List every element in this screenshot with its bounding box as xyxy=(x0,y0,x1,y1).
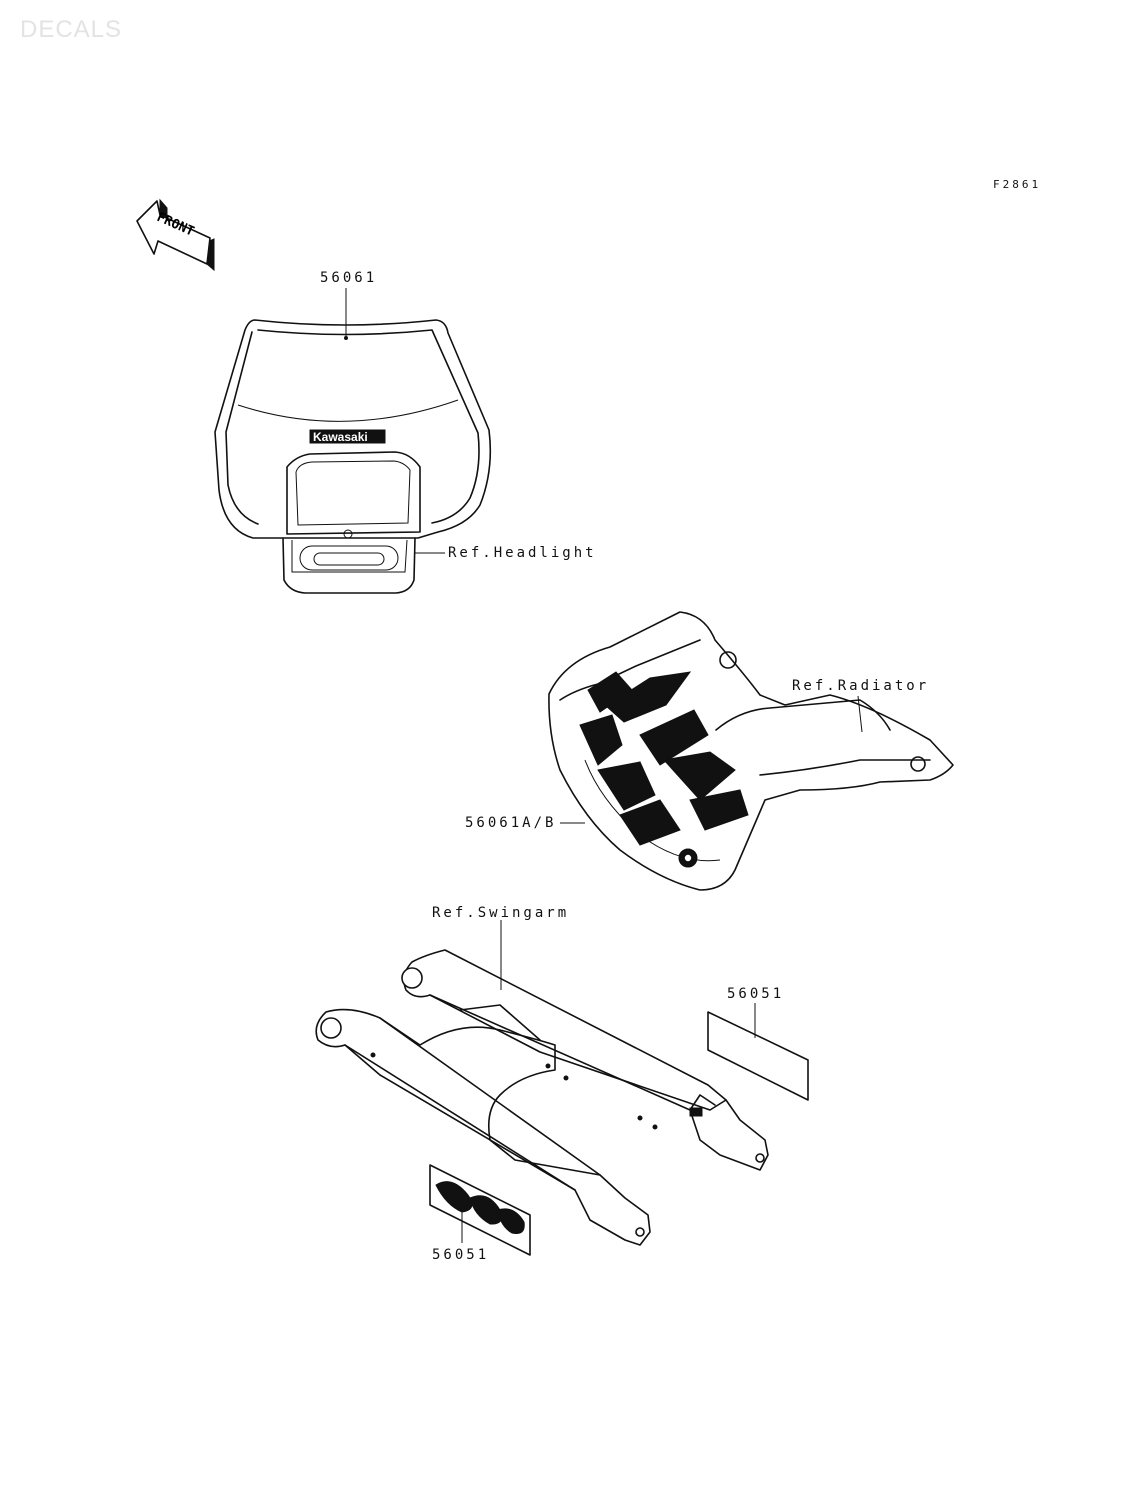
kawasaki-logo: Kawasaki xyxy=(313,430,368,444)
swingarm-decal-right xyxy=(707,1003,809,1101)
label-headlight-decal: 56061 xyxy=(320,270,378,286)
front-arrow-icon: FRONT xyxy=(136,198,215,272)
label-ref-headlight: Ref.Headlight xyxy=(448,545,597,561)
label-swingarm-decal-left: 56051 xyxy=(432,1247,490,1263)
headlight-fairing: Kawasaki xyxy=(214,288,492,594)
swingarm xyxy=(315,920,769,1246)
page-title-watermark: DECALS xyxy=(20,16,123,43)
label-swingarm-decal-right: 56051 xyxy=(727,986,785,1002)
label-radiator-decal: 56061A/B xyxy=(465,815,557,831)
label-ref-swingarm: Ref.Swingarm xyxy=(432,905,570,921)
radiator-shroud xyxy=(548,611,954,891)
label-ref-radiator: Ref.Radiator xyxy=(792,678,930,694)
swingarm-decal-left xyxy=(429,1164,531,1256)
figure-code: F2861 xyxy=(993,178,1042,191)
